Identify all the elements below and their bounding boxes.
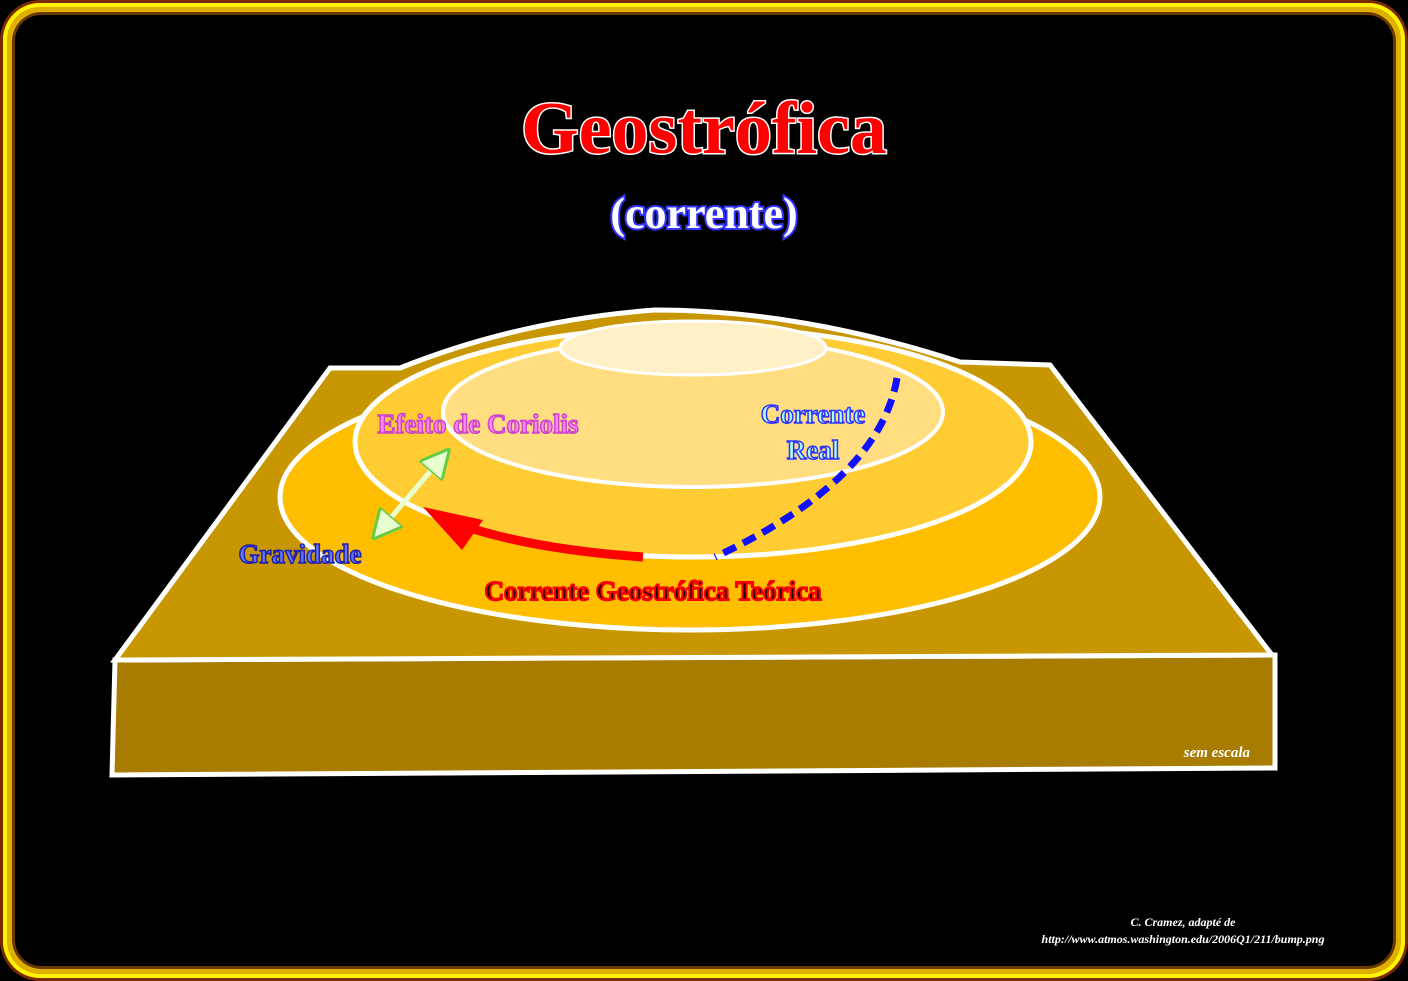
block-front-face xyxy=(109,652,1278,778)
real-current-dashed-line xyxy=(713,377,901,561)
geostrophic-label: Corrente Geostrófica Teórica xyxy=(485,576,822,606)
ring-top xyxy=(558,319,828,377)
credit-line-2: http://www.atmos.washington.edu/2006Q1/2… xyxy=(1042,932,1325,946)
coriolis-label: Efeito de Coriolis xyxy=(378,409,579,439)
coriolis-gravity-double-arrow xyxy=(382,460,440,528)
geostrophic-current-arrow xyxy=(468,523,644,562)
credit-line-1: C. Cramez, adapté de xyxy=(1131,915,1237,929)
scale-note: sem escala xyxy=(1183,745,1251,761)
real-current-label-2: Real xyxy=(787,435,840,465)
subtitle: (corrente) xyxy=(610,189,797,238)
title: Geostrófica xyxy=(521,88,887,170)
real-current-label-1: Corrente xyxy=(761,399,865,429)
gravity-label: Gravidade xyxy=(238,539,361,569)
